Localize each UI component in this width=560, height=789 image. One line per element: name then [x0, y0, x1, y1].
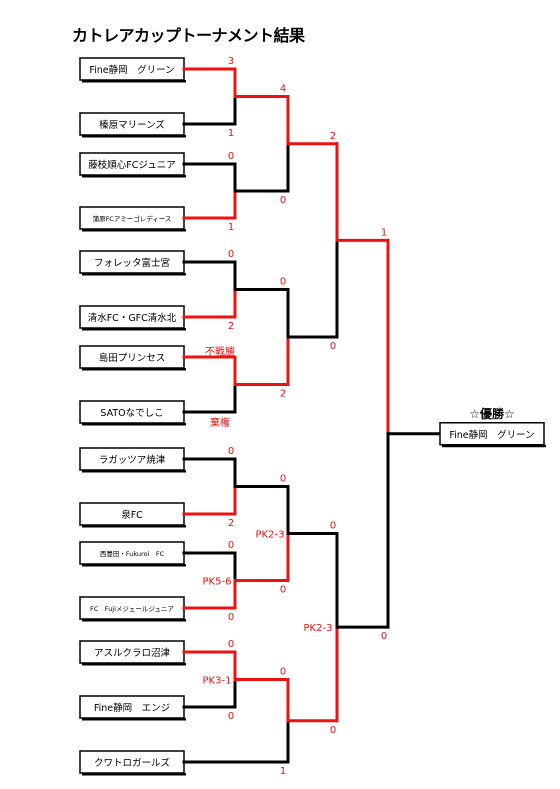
team-box-shadow	[82, 229, 186, 232]
team-name: ラガッツア焼津	[99, 454, 166, 466]
team-name: 蒲原FCアミーゴレディース	[93, 214, 172, 223]
score-label: 0	[228, 249, 234, 260]
score-label: 2	[280, 389, 286, 400]
score-label: 0	[228, 711, 234, 722]
score-label: 0	[280, 195, 286, 206]
pk-label: PK2-3	[304, 623, 333, 634]
team-name: フォレッタ富士宮	[94, 257, 170, 269]
team-box: アスルクラロ沼津	[79, 640, 186, 666]
team-box-shadow	[82, 525, 186, 528]
team-box-shadow	[82, 423, 186, 426]
score-label: 2	[228, 321, 234, 332]
team-box-shadow	[82, 175, 186, 178]
score-label: 0	[330, 521, 336, 532]
team-name: 島田プリンセス	[99, 352, 166, 364]
team-name: 西豊田・Fukuroi FC	[100, 549, 165, 558]
team-box-shadow	[82, 773, 186, 776]
team-box-shadow	[82, 80, 186, 83]
team-box: クワトロガールズ	[79, 750, 186, 776]
score-label: 0	[381, 631, 387, 642]
champion-box-shadow	[442, 444, 546, 448]
team-name: 泉FC	[121, 509, 143, 521]
team-name: クワトロガールズ	[94, 757, 171, 769]
team-box: FC Fujiメジェールジュニア	[79, 596, 186, 622]
team-box-shadow	[82, 718, 186, 721]
team-box-shadow	[82, 368, 186, 371]
score-label: 0	[228, 540, 234, 551]
pk-label: PK2-3	[256, 530, 285, 541]
team-name: Fine静岡 エンジ	[94, 702, 170, 714]
score-label: 1	[381, 227, 387, 238]
score-label: 不戦勝	[205, 345, 235, 358]
team-name: 藤枝順心FCジュニア	[88, 159, 175, 171]
team-box: ラガッツア焼津	[79, 447, 186, 473]
team-box-shadow	[82, 619, 186, 622]
team-name: Fine静岡 グリーン	[89, 64, 174, 76]
team-box-shadow	[82, 273, 186, 276]
team-name: FC Fujiメジェールジュニア	[90, 605, 174, 613]
team-box-shadow	[82, 663, 186, 666]
team-name: SATOなでしこ	[100, 408, 163, 419]
score-label: 1	[280, 766, 286, 777]
team-box: フォレッタ富士宮	[79, 250, 186, 276]
pk-label: PK5-6	[203, 577, 232, 588]
score-label: 棄権	[210, 416, 230, 429]
score-label: 1	[228, 222, 234, 233]
team-name: アスルクラロ沼津	[94, 648, 171, 659]
team-box-shadow	[82, 135, 186, 138]
team-box: 藤枝順心FCジュニア	[79, 152, 186, 178]
team-box-shadow	[82, 470, 186, 473]
team-box-shadow	[82, 328, 186, 331]
team-box: 清水FC・GFC清水北	[79, 305, 186, 331]
team-box: Fine静岡 エンジ	[79, 695, 186, 721]
team-box-shadow	[82, 564, 186, 567]
score-label: 0	[228, 446, 234, 457]
score-label: 0	[330, 341, 336, 352]
score-label: 0	[280, 474, 286, 485]
score-label: 0	[280, 585, 286, 596]
score-label: 0	[280, 277, 286, 288]
score-label: 3	[228, 56, 234, 67]
team-box: 榛原マリーンズ	[79, 112, 186, 138]
score-label: 0	[228, 639, 234, 650]
champion-name: Fine静岡 グリーン	[449, 429, 534, 441]
team-box: 西豊田・Fukuroi FC	[79, 541, 186, 567]
score-label: 4	[280, 84, 286, 95]
pk-label: PK3-1	[203, 676, 232, 687]
team-box: 泉FC	[79, 502, 186, 528]
score-label: 2	[330, 131, 336, 142]
team-box: SATOなでしこ	[79, 400, 186, 426]
page-title: カトレアカップトーナメント結果	[72, 26, 305, 45]
team-box: 蒲原FCアミーゴレディース	[79, 206, 186, 232]
score-label: 1	[228, 128, 234, 139]
score-label: 2	[228, 518, 234, 529]
team-box: 島田プリンセス	[79, 345, 186, 371]
score-label: 0	[228, 151, 234, 162]
team-box: Fine静岡 グリーン	[79, 57, 186, 83]
score-label: 0	[330, 725, 336, 736]
team-name: 清水FC・GFC清水北	[88, 312, 177, 324]
champion-heading: ☆優勝☆	[469, 406, 515, 421]
score-label: 0	[228, 612, 234, 623]
team-name: 榛原マリーンズ	[99, 119, 165, 131]
score-label: 0	[280, 667, 286, 678]
